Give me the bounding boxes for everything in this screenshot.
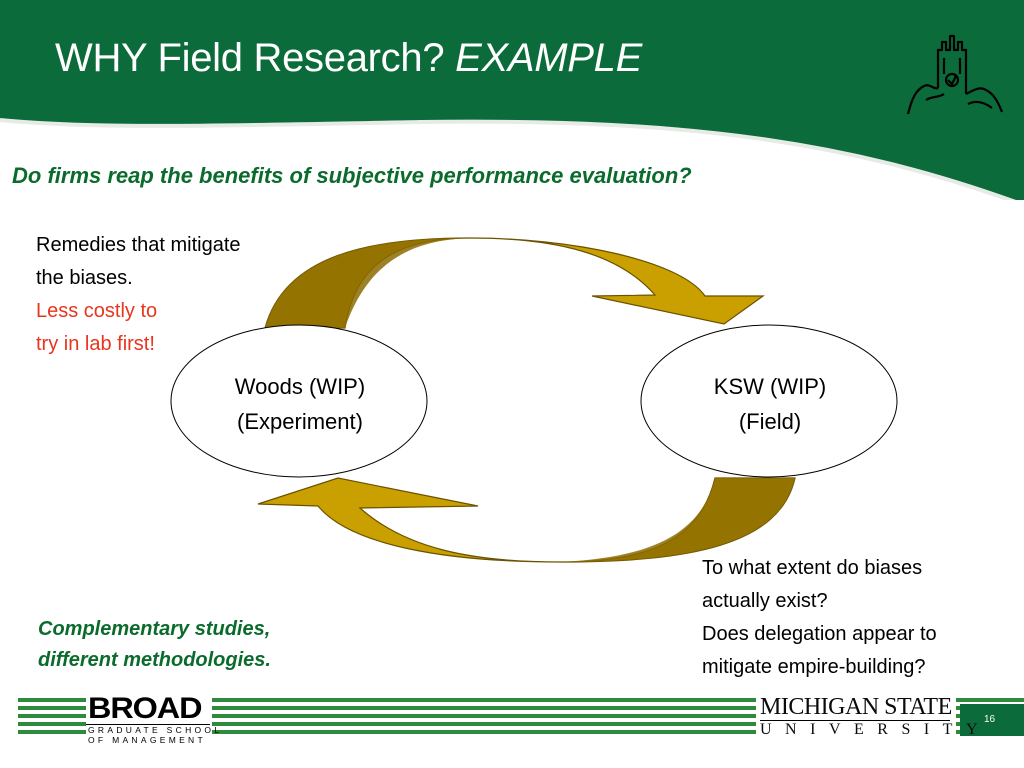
title-emphasis: EXAMPLE <box>455 36 642 80</box>
slide-title: WHY Field Research? EXAMPLE <box>55 36 642 81</box>
questions-line-1: To what extent do biases <box>702 557 923 579</box>
woods-node-line-2: (Experiment) <box>237 409 363 434</box>
slide-subtitle: Do firms reap the benefits of subjective… <box>12 163 692 188</box>
title-text: WHY Field Research? <box>55 36 445 80</box>
ksw-node-line-2: (Field) <box>738 409 802 434</box>
ksw-node-label: KSW (WIP) (Field) <box>642 369 898 439</box>
header-band <box>0 0 1024 200</box>
page-number: 16 <box>984 714 996 725</box>
msu-rule <box>760 720 950 721</box>
complementary-text: Complementary studies, different methodo… <box>38 614 271 676</box>
msu-wordmark-top: MICHIGAN STATE <box>760 694 952 720</box>
ksw-node-line-1: KSW (WIP) <box>713 374 827 399</box>
remedies-text: Remedies that mitigate the biases. Less … <box>36 229 316 361</box>
complementary-line-1: Complementary studies, <box>38 618 271 640</box>
remedies-red-line-1: Less costly to <box>36 300 158 322</box>
woods-node <box>170 324 428 478</box>
msu-logo: MICHIGAN STATE UNIVERSITY <box>756 694 978 746</box>
broad-logo: BROAD GRADUATE SCHOOL OF MANAGEMENT <box>86 692 219 745</box>
footer-stripes <box>18 698 1024 736</box>
broad-wordmark: BROAD <box>88 692 202 725</box>
remedies-red-line-2: try in lab first! <box>36 333 155 355</box>
woods-node-label: Woods (WIP) (Experiment) <box>172 369 428 439</box>
remedies-line-1: Remedies that mitigate <box>36 234 241 256</box>
broad-rule <box>86 724 210 725</box>
woods-node-line-1: Woods (WIP) <box>234 374 366 399</box>
remedies-line-2: the biases. <box>36 267 133 289</box>
questions-line-4: mitigate empire-building? <box>702 656 926 678</box>
broad-line-1: GRADUATE SCHOOL <box>88 725 223 735</box>
broad-line-2: OF MANAGEMENT <box>88 735 206 745</box>
msu-wordmark-bottom: UNIVERSITY <box>760 721 991 738</box>
ksw-node <box>640 324 898 478</box>
complementary-line-2: different methodologies. <box>38 649 271 671</box>
questions-text: To what extent do biases actually exist?… <box>702 552 1022 684</box>
questions-line-3: Does delegation appear to <box>702 623 937 645</box>
beaumont-tower-icon <box>906 34 1004 115</box>
questions-line-2: actually exist? <box>702 590 828 612</box>
